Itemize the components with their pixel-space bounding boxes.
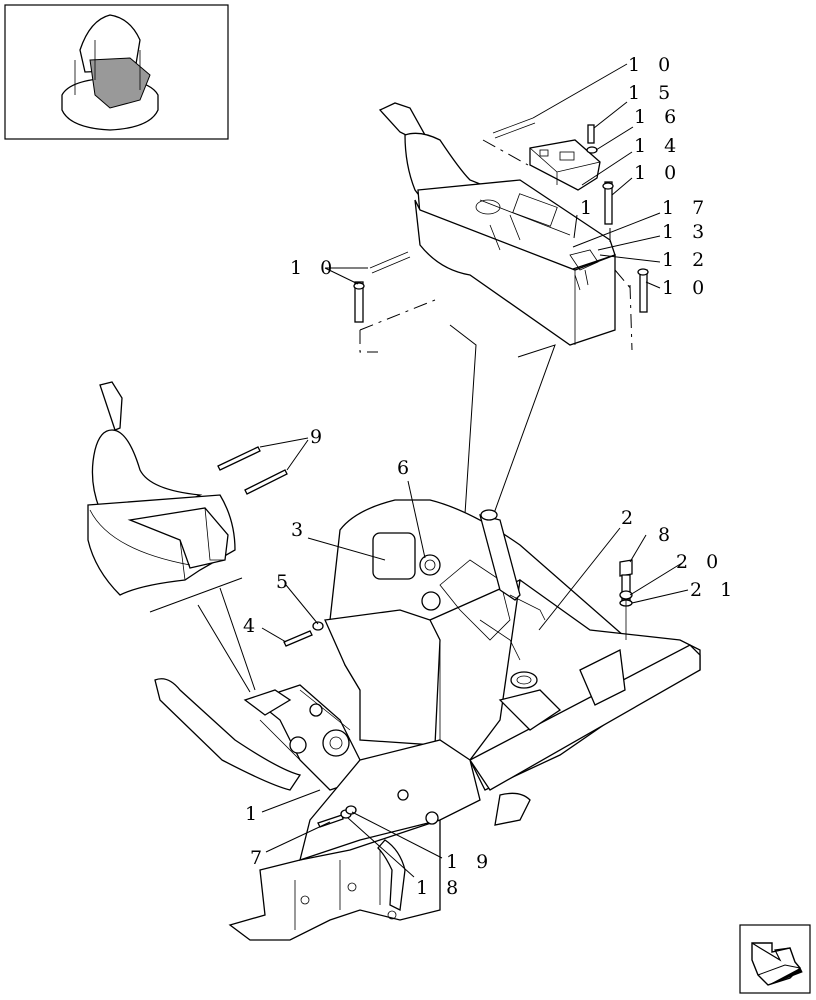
label-10-right: 1 0	[662, 277, 710, 299]
label-6: 6	[397, 457, 415, 479]
label-10-top: 1 0	[628, 54, 676, 76]
label-12: 1 2	[662, 249, 710, 271]
label-10-left: 1 0	[290, 257, 338, 279]
label-8: 8	[658, 524, 676, 546]
overview-thumbnail[interactable]	[4, 4, 229, 140]
main-frame	[154, 499, 701, 941]
label-16: 1 6	[634, 106, 682, 128]
label-19: 1 9	[446, 851, 494, 873]
upper-leaders	[324, 63, 661, 564]
label-4: 4	[243, 615, 261, 637]
next-page-arrow-icon[interactable]	[739, 924, 811, 994]
label-20: 2 0	[676, 551, 724, 573]
label-3: 3	[291, 519, 309, 541]
label-2: 2	[621, 507, 639, 529]
left-armrest	[87, 381, 256, 693]
label-18: 1 8	[416, 877, 464, 899]
label-17: 1 7	[662, 197, 710, 219]
label-7: 7	[250, 847, 268, 869]
label-13: 1 3	[662, 221, 710, 243]
callout-labels: 1 0 1 5 1 6 1 4 1 0 1 1 7 1 3 1 0 1 2 1 …	[243, 54, 738, 899]
label-10-second: 1 0	[634, 162, 682, 184]
lower-leaders	[261, 480, 689, 878]
label-15: 1 5	[628, 82, 676, 104]
label-21: 2 1	[690, 579, 738, 601]
label-1-upper: 1	[580, 197, 598, 219]
label-9: 9	[310, 426, 328, 448]
label-1-lower: 1	[245, 803, 263, 825]
bolts-9	[217, 437, 309, 495]
label-5: 5	[276, 571, 294, 593]
console-assembly	[353, 102, 649, 353]
label-14: 1 4	[634, 135, 682, 157]
